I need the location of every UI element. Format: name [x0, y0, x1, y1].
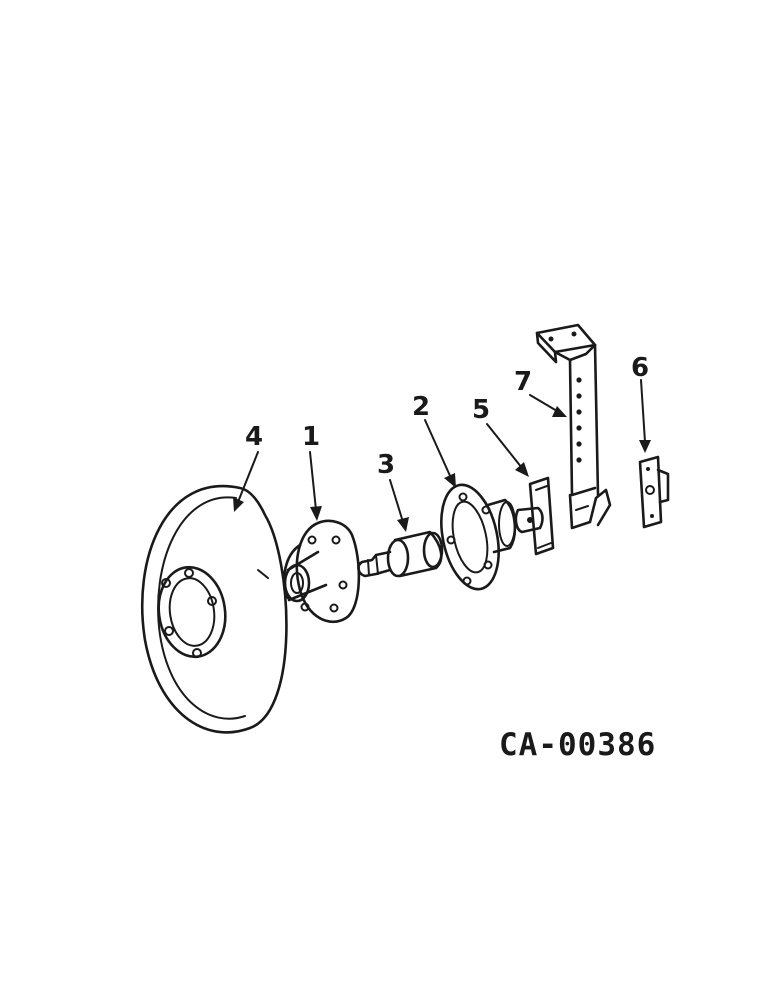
spindle-part	[357, 530, 444, 578]
callout-1: 1	[302, 422, 320, 452]
callout-6: 6	[631, 353, 649, 383]
disk-blade-part	[140, 484, 288, 734]
bearing-flange-part	[440, 483, 517, 591]
leader-arrows	[233, 379, 651, 532]
leader-arrow-4	[233, 451, 259, 512]
bearing-plate-part	[514, 476, 555, 556]
leader-arrow-5	[486, 423, 529, 477]
leader-arrow-1	[309, 451, 322, 521]
callout-5: 5	[472, 395, 490, 425]
leader-arrow-2	[424, 419, 456, 488]
leader-arrow-3	[389, 479, 409, 532]
hub-part	[283, 519, 361, 624]
callout-3: 3	[377, 450, 395, 480]
callout-2: 2	[412, 392, 430, 422]
leader-arrow-6	[639, 379, 651, 453]
clamp-plate-part	[638, 455, 670, 529]
callout-7: 7	[514, 367, 532, 397]
figure-code: CA-00386	[499, 727, 656, 763]
leader-arrow-7	[529, 394, 567, 417]
callout-4: 4	[245, 422, 263, 452]
standard-bracket-part	[535, 323, 612, 530]
